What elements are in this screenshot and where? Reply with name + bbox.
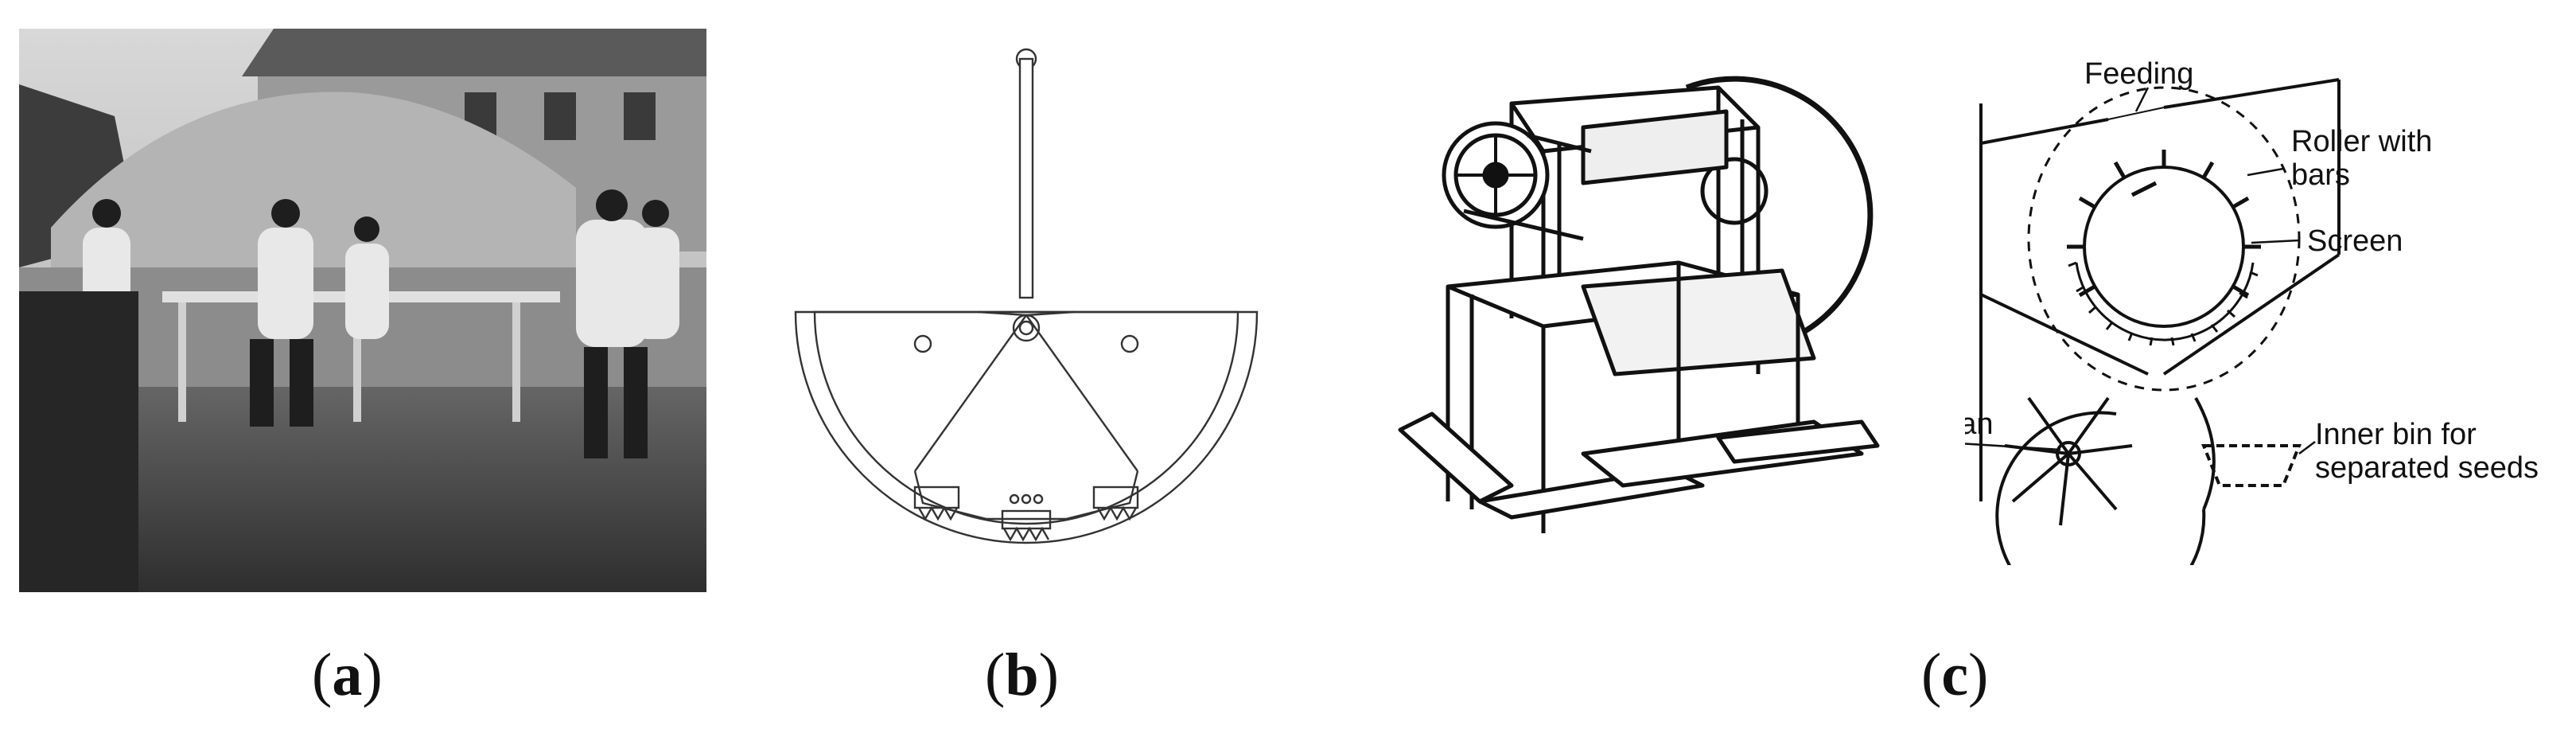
thresher-drawing [794, 48, 1259, 544]
caption-a-close: ) [362, 642, 383, 708]
caption-c-close: ) [1968, 642, 1989, 708]
thresher-semicircle-drawing [788, 41, 1297, 567]
caption-c: (c) [1921, 645, 1988, 705]
label-screen: Screen [2307, 224, 2403, 258]
label-roller-line2: bars [2291, 158, 2350, 192]
caption-b: (b) [985, 645, 1059, 705]
label-roller-line1: Roller with [2291, 125, 2432, 158]
caption-c-letter: c [1941, 642, 1969, 708]
schematic-diagram: Feeding Roller with bars Screen Fan Inne… [1965, 57, 2539, 565]
winnowing-schematic: Feeding Roller with bars Screen Fan Inne… [1965, 56, 2570, 565]
label-bin-line1: Inner bin for [2315, 418, 2477, 451]
photo-threshing-workers [19, 29, 706, 592]
caption-a: (a) [312, 645, 383, 705]
caption-b-close: ) [1038, 642, 1059, 708]
machine-drawing [1398, 76, 1880, 533]
label-bin-line2: separated seeds [2315, 451, 2539, 485]
caption-c-open: ( [1921, 642, 1942, 708]
photo-illustration [19, 29, 706, 592]
caption-b-open: ( [985, 642, 1006, 708]
winnowing-machine-drawing [1384, 56, 1893, 565]
label-feeding: Feeding [2084, 57, 2193, 91]
caption-b-letter: b [1005, 642, 1039, 708]
caption-a-letter: a [332, 642, 363, 708]
caption-a-open: ( [312, 642, 333, 708]
label-fan: Fan [1965, 408, 1993, 441]
